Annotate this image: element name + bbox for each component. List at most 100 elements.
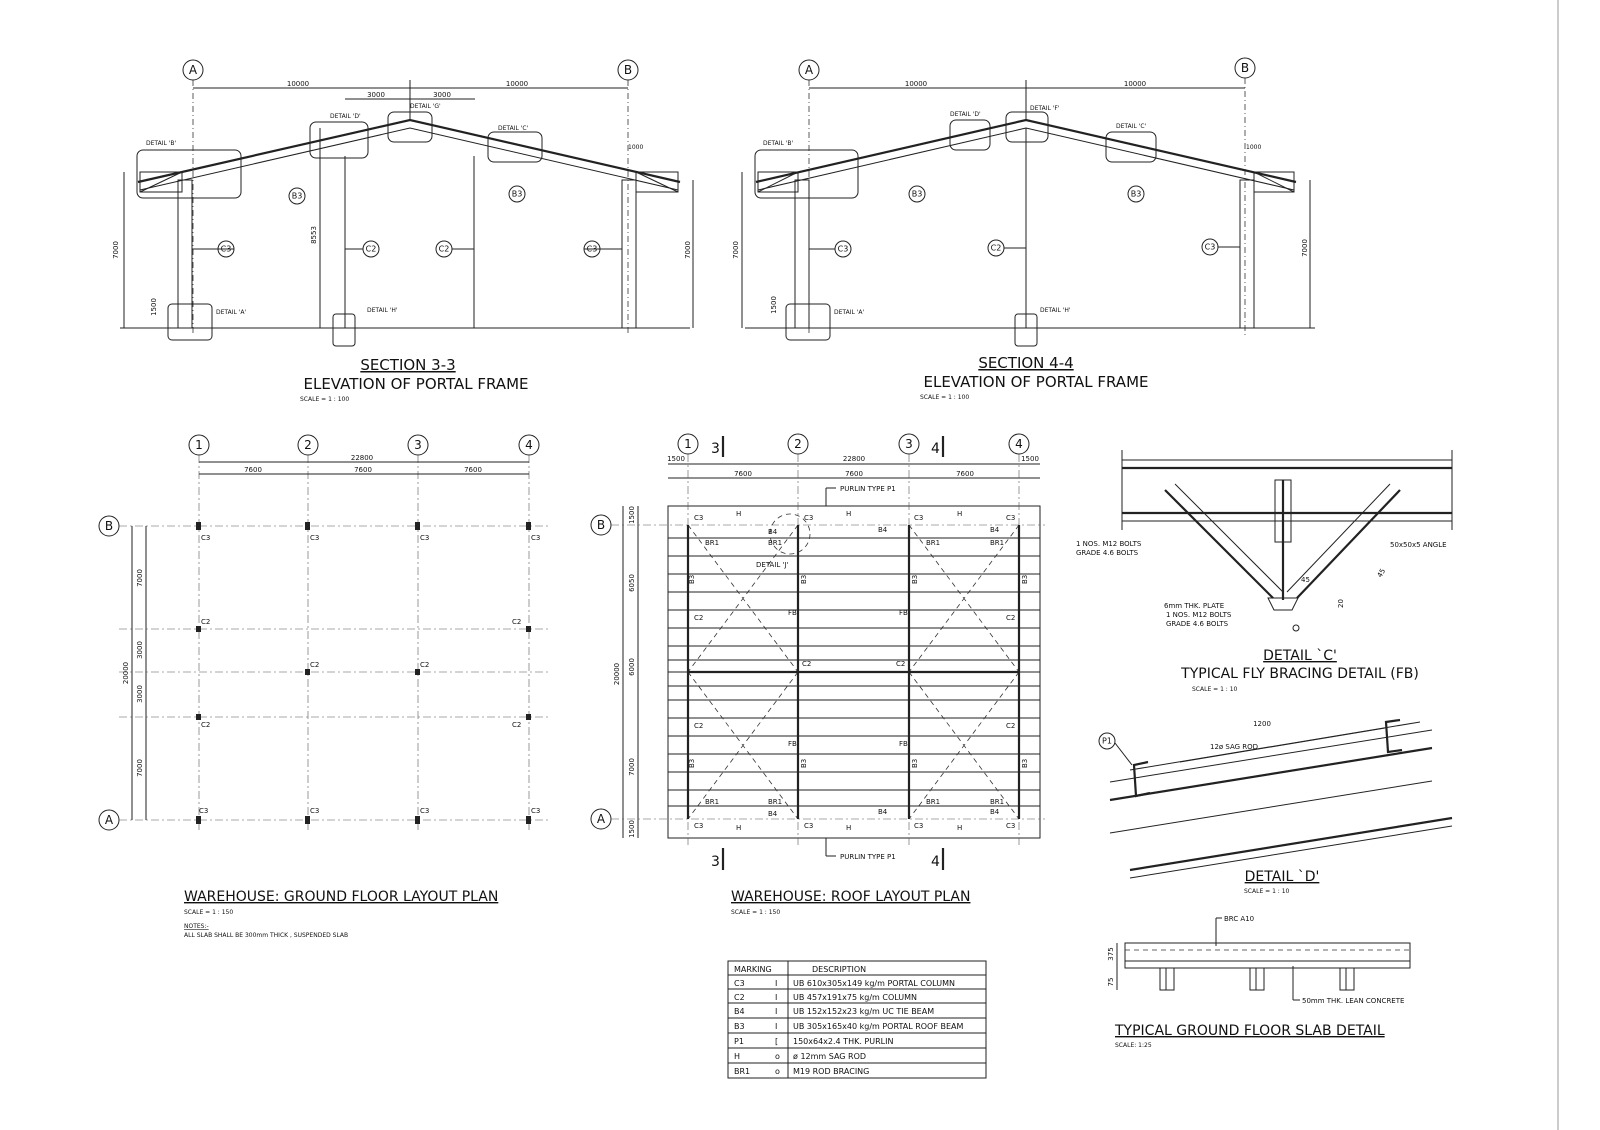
svg-text:M19 ROD BRACING: M19 ROD BRACING (793, 1067, 869, 1076)
svg-text:B3: B3 (911, 759, 919, 768)
detail-d-title: DETAIL `D' (1245, 869, 1320, 885)
svg-text:H: H (846, 510, 851, 518)
svg-text:2: 2 (794, 437, 802, 451)
svg-text:C3: C3 (531, 807, 540, 815)
svg-text:22800: 22800 (843, 455, 865, 463)
dim-1000: 1000 (628, 144, 643, 151)
svg-text:B3: B3 (734, 1022, 745, 1031)
svg-text:C2: C2 (734, 993, 745, 1002)
tag-b3-left (908, 185, 926, 203)
section-4-4-title: SECTION 4-4 (978, 354, 1073, 372)
slab-detail-title: TYPICAL GROUND FLOOR SLAB DETAIL (1114, 1023, 1385, 1039)
detail-b-label: DETAIL 'B' (146, 140, 177, 147)
section-mark-4-top: 4 (931, 441, 940, 457)
table-row: H o ø 12mm SAG ROD (734, 1052, 866, 1061)
svg-text:[: [ (775, 1037, 778, 1046)
dim-7000-left: 7000 (112, 241, 120, 259)
svg-text:C3: C3 (310, 807, 319, 815)
svg-text:7600: 7600 (464, 466, 482, 474)
section-mark-3-bottom: 3 (711, 854, 720, 870)
svg-text:C2: C2 (1006, 722, 1015, 730)
svg-text:C2: C2 (201, 618, 210, 626)
svg-text:C2: C2 (896, 660, 905, 668)
svg-text:B3: B3 (292, 192, 303, 201)
svg-text:B3: B3 (911, 575, 919, 584)
table-row: P1 [ 150x64x2.4 THK. PURLIN (734, 1037, 893, 1046)
detail-f-label: DETAIL 'F' (1030, 105, 1060, 112)
svg-text:UB 457x191x75 kg/m COLUMN: UB 457x191x75 kg/m COLUMN (793, 993, 917, 1002)
svg-text:1 NOS. M12 BOLTS: 1 NOS. M12 BOLTS (1076, 540, 1142, 548)
svg-text:C3: C3 (694, 514, 703, 522)
detail-d-label: DETAIL 'D' (330, 113, 361, 120)
svg-text:H: H (957, 824, 962, 832)
svg-text:FB: FB (899, 740, 908, 748)
svg-text:H: H (957, 510, 962, 518)
svg-text:B3: B3 (1021, 575, 1029, 584)
grid-label-b: B (624, 63, 632, 77)
purlin-label-top: PURLIN TYPE P1 (840, 485, 896, 493)
svg-text:H: H (736, 824, 741, 832)
section-4-4-subtitle: ELEVATION OF PORTAL FRAME (924, 373, 1149, 391)
dim-10000-left: 10000 (905, 80, 927, 88)
dim-20000: 20000 (122, 662, 130, 684)
svg-text:1: 1 (684, 437, 692, 451)
svg-text:BR1: BR1 (768, 798, 782, 806)
detail-h-label: DETAIL 'H' (367, 307, 398, 314)
svg-text:BR1: BR1 (705, 539, 719, 547)
ground-floor-plan: 1 2 3 4 B A 22800 7600 7600 7600 20000 7… (98, 434, 550, 939)
svg-text:UB 152x152x23 kg/m UC TIE BEAM: UB 152x152x23 kg/m UC TIE BEAM (793, 1007, 934, 1016)
section-3-3: A B 10000 10000 3000 3000 DETAIL 'B' (112, 59, 694, 403)
detail-d: P1 1200 12ø SAG ROD DETAIL `D' SCALE = 1… (1098, 718, 1453, 895)
svg-text:7600: 7600 (734, 470, 752, 478)
section-mark-3-top: 3 (711, 441, 720, 457)
svg-text:150x64x2.4 THK. PURLIN: 150x64x2.4 THK. PURLIN (793, 1037, 893, 1046)
svg-text:C2: C2 (802, 660, 811, 668)
detail-a-label: DETAIL 'A' (834, 309, 864, 316)
svg-text:B3: B3 (800, 575, 808, 584)
svg-text:o: o (775, 1052, 780, 1061)
svg-text:1500: 1500 (1021, 455, 1039, 463)
svg-text:A: A (105, 813, 114, 827)
svg-text:1: 1 (195, 438, 203, 452)
table-row: BR1 o M19 ROD BRACING (734, 1067, 869, 1076)
svg-text:C2: C2 (366, 245, 377, 254)
dim-1500: 1500 (150, 298, 158, 316)
svg-text:C2: C2 (420, 661, 429, 669)
table-row: C3 I UB 610x305x149 kg/m PORTAL COLUMN (734, 979, 955, 988)
detail-h-label: DETAIL 'H' (1040, 307, 1071, 314)
dim-10000-right: 10000 (1124, 80, 1146, 88)
svg-text:7600: 7600 (845, 470, 863, 478)
svg-text:A: A (597, 812, 606, 826)
svg-text:B3: B3 (688, 575, 696, 584)
section-3-3-scale: SCALE = 1 : 100 (300, 396, 349, 403)
dim-1000: 1000 (1246, 144, 1261, 151)
svg-text:FB: FB (788, 740, 797, 748)
svg-text:B4: B4 (878, 526, 888, 534)
table-row: B4 I UB 152x152x23 kg/m UC TIE BEAM (734, 1007, 934, 1016)
svg-text:C3: C3 (531, 534, 540, 542)
svg-text:1500: 1500 (667, 455, 685, 463)
roof-plan-scale: SCALE = 1 : 150 (731, 909, 780, 916)
svg-text:B: B (597, 518, 605, 532)
svg-text:BR1: BR1 (990, 539, 1004, 547)
svg-text:BR1: BR1 (768, 539, 782, 547)
svg-text:FB: FB (788, 609, 797, 617)
dim-8553: 8553 (310, 226, 318, 244)
svg-text:C3: C3 (201, 534, 210, 542)
svg-text:3: 3 (905, 437, 913, 451)
dim-10000-left: 10000 (287, 80, 309, 88)
svg-text:C2: C2 (1006, 614, 1015, 622)
svg-text:C3: C3 (804, 514, 813, 522)
svg-text:B4: B4 (734, 1007, 745, 1016)
table-row: C2 I UB 457x191x75 kg/m COLUMN (734, 993, 917, 1002)
svg-text:C3: C3 (199, 807, 208, 815)
dim-7000-right: 7000 (684, 241, 692, 259)
svg-text:UB 305x165x40 kg/m PORTAL ROOF: UB 305x165x40 kg/m PORTAL ROOF BEAM (793, 1022, 964, 1031)
svg-text:B4: B4 (878, 808, 888, 816)
svg-text:B4: B4 (768, 528, 778, 536)
svg-text:C2: C2 (991, 244, 1002, 253)
svg-text:GRADE 4.6 BOLTS: GRADE 4.6 BOLTS (1166, 620, 1229, 628)
svg-text:50mm THK. LEAN CONCRETE: 50mm THK. LEAN CONCRETE (1302, 997, 1404, 1005)
svg-text:3000: 3000 (136, 641, 144, 659)
